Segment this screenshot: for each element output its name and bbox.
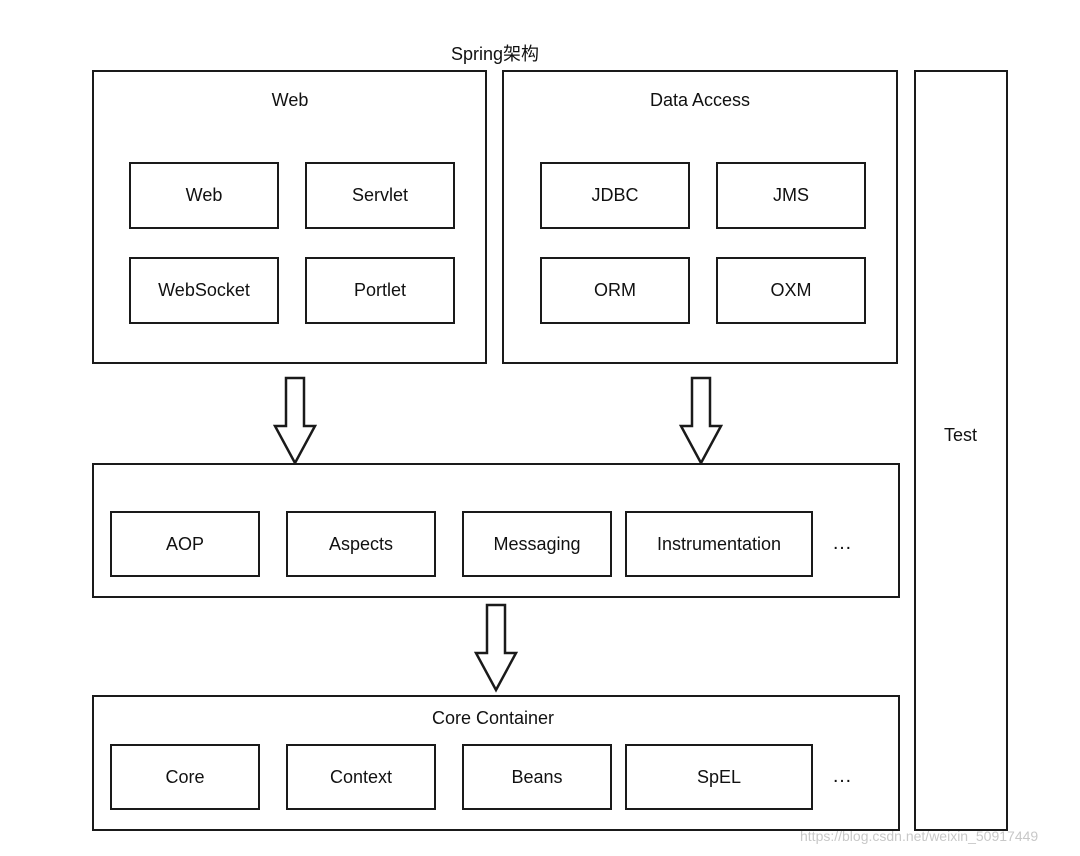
down-arrow-icon bbox=[473, 603, 519, 693]
data-access-group-label: Data Access bbox=[649, 90, 751, 110]
module-core: Core bbox=[110, 744, 260, 810]
module-orm: ORM bbox=[540, 257, 690, 324]
module-context: Context bbox=[286, 744, 436, 810]
module-servlet: Servlet bbox=[305, 162, 455, 229]
module-spel: SpEL bbox=[625, 744, 813, 810]
module-jdbc: JDBC bbox=[540, 162, 690, 229]
module-beans: Beans bbox=[462, 744, 612, 810]
diagram-title: Spring架构 bbox=[450, 44, 540, 64]
test-group bbox=[914, 70, 1008, 831]
core-ellipsis: … bbox=[832, 765, 852, 787]
down-arrow-icon bbox=[678, 376, 724, 466]
module-oxm: OXM bbox=[716, 257, 866, 324]
down-arrow-icon bbox=[272, 376, 318, 466]
middle-ellipsis: … bbox=[832, 532, 852, 554]
module-websocket: WebSocket bbox=[129, 257, 279, 324]
module-messaging: Messaging bbox=[462, 511, 612, 577]
watermark-text: https://blog.csdn.net/weixin_50917449 bbox=[800, 828, 1039, 844]
module-portlet: Portlet bbox=[305, 257, 455, 324]
module-jms: JMS bbox=[716, 162, 866, 229]
core-container-label: Core Container bbox=[431, 708, 555, 728]
module-web: Web bbox=[129, 162, 279, 229]
module-aspects: Aspects bbox=[286, 511, 436, 577]
module-instrumentation: Instrumentation bbox=[625, 511, 813, 577]
web-group-label: Web bbox=[271, 90, 309, 110]
module-aop: AOP bbox=[110, 511, 260, 577]
test-label: Test bbox=[944, 425, 978, 445]
